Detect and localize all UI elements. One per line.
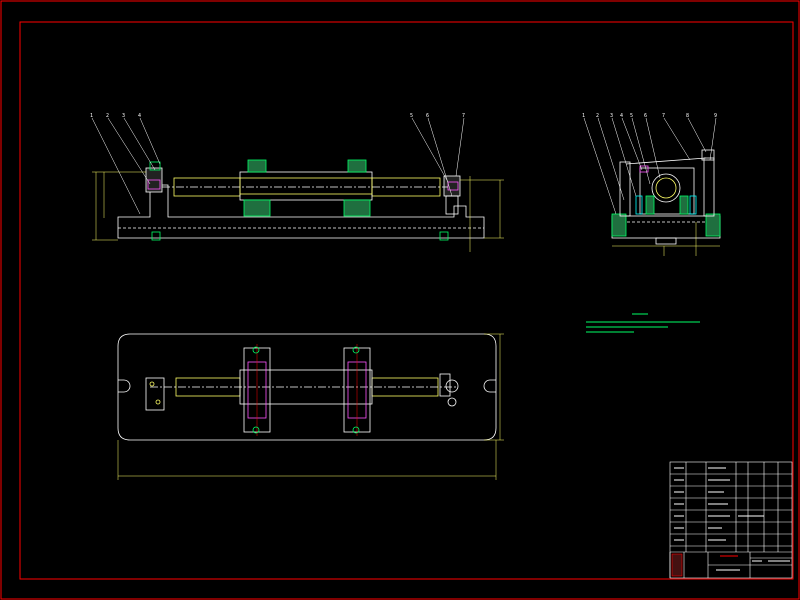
plan-right-clamp (445, 379, 459, 393)
front-dimensions (92, 171, 504, 252)
title-block-entries (674, 467, 790, 571)
front-bearing-bottom-left (243, 199, 271, 217)
front-bearing-top-right (347, 159, 367, 173)
plan-left-block (145, 377, 165, 411)
balloon-label: 2 (596, 113, 599, 119)
front-leaders (91, 117, 465, 215)
balloon-label: 2 (106, 113, 109, 119)
front-base-plate (117, 172, 485, 239)
plan-slot-left (118, 379, 131, 393)
title-block (669, 461, 793, 579)
plan-view (117, 333, 504, 480)
balloon-label: 5 (410, 113, 413, 119)
side-base (611, 215, 721, 239)
balloon-label: 6 (644, 113, 647, 119)
balloon-label: 7 (662, 113, 665, 119)
balloon-label: 4 (138, 113, 141, 119)
balloon-label: 6 (426, 113, 429, 119)
balloon-label: 9 (714, 113, 717, 119)
balloon-label: 1 (90, 113, 93, 119)
plan-slot-right (483, 379, 496, 393)
front-view (91, 117, 504, 252)
balloon-label: 5 (630, 113, 633, 119)
front-bearing-bottom-right (343, 199, 371, 217)
balloon-label: 3 (122, 113, 125, 119)
side-bearing-housing (639, 167, 695, 215)
front-bearing-top-left (247, 159, 267, 173)
side-view (583, 117, 721, 256)
balloon-label: 1 (582, 113, 585, 119)
side-balloon-labels: 1 2 3 4 5 6 7 8 9 (582, 113, 717, 119)
front-shaft (162, 177, 448, 197)
technical-notes (586, 313, 700, 333)
balloon-label: 4 (620, 113, 623, 119)
side-leaders (583, 117, 717, 215)
balloon-label: 3 (610, 113, 613, 119)
balloon-label: 7 (462, 113, 465, 119)
front-balloon-labels: 1 2 3 4 5 6 7 (90, 113, 465, 119)
side-bearing-bore (651, 173, 681, 203)
inner-border (19, 21, 794, 580)
balloon-label: 8 (686, 113, 689, 119)
